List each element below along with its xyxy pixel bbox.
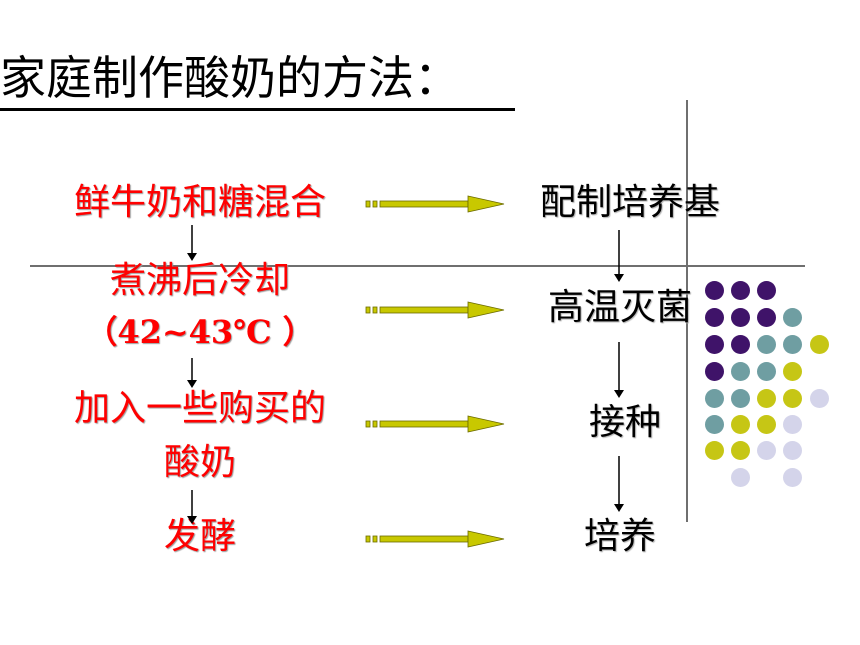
decor-dot [731,415,750,434]
decor-dot [731,362,750,381]
left-step-2-line-1: 煮沸后冷却 [109,260,290,301]
right-arrow-4 [365,530,505,548]
right-step-3: 接种 [588,402,661,443]
right-arrow-3 [365,415,505,433]
left-step-2-line-2: （42~43℃ ） [85,313,315,351]
down-arrow-right-2 [614,342,624,398]
decor-dot [810,335,829,354]
decor-dot [783,389,802,408]
slide-title: 家庭制作酸奶的方法： [0,51,460,105]
decor-dot [705,362,724,381]
left-step-3-line-1: 加入一些购买的 [73,388,326,429]
right-arrow-2 [365,301,505,319]
decor-dot [757,335,776,354]
left-step-3-line-2: 酸奶 [163,442,236,483]
decor-dot [757,389,776,408]
decor-dot [783,308,802,327]
down-arrow-left-1 [187,225,197,261]
decor-dot [757,281,776,300]
right-step-1: 配制培养基 [539,182,720,223]
decor-dot [757,362,776,381]
down-arrow-right-3 [614,456,624,512]
right-step-2: 高温灭菌 [547,287,692,328]
decor-dot [783,335,802,354]
decor-dot [757,308,776,327]
decor-dot [783,441,802,460]
decor-dot [705,335,724,354]
decor-dot [731,308,750,327]
decor-dot [783,468,802,487]
down-arrow-left-2 [187,358,197,388]
right-arrow-1 [365,195,505,213]
decor-dot [731,335,750,354]
horizontal-divider-line [30,265,805,267]
title-underline [0,108,515,111]
decor-dot [783,362,802,381]
left-step-4: 发酵 [163,516,236,557]
decor-dot [757,415,776,434]
decor-dot [731,281,750,300]
right-step-4: 培养 [583,516,656,557]
decor-dot [731,389,750,408]
down-arrow-right-1 [614,230,624,282]
decor-dot [731,468,750,487]
decor-dot [810,389,829,408]
decor-dot [757,441,776,460]
decor-dot [783,415,802,434]
down-arrow-left-3 [187,490,197,524]
decor-dot [731,441,750,460]
left-step-1: 鲜牛奶和糖混合 [73,182,326,223]
vertical-divider-line [686,100,688,522]
